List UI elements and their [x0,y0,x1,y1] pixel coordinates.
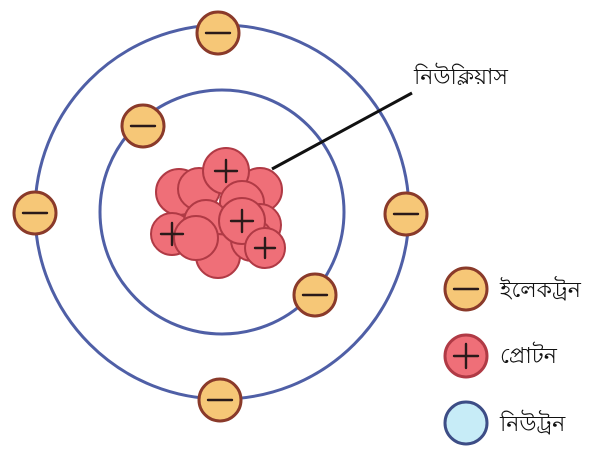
electron [383,191,429,237]
electron [195,10,241,56]
legend: ইলেকট্রন প্রোটন নিউট্রন [443,266,582,446]
plus-icon [159,221,185,247]
plus-icon [253,236,277,260]
electrons [12,10,429,423]
plus-icon [229,208,255,234]
legend-item-electron: ইলেকট্রন [443,266,582,312]
inner-orbit [98,88,346,336]
neutron-swatch [443,400,489,446]
plus-icon [452,342,480,370]
legend-label-proton: প্রোটন [500,342,558,369]
nucleon [173,215,219,261]
electron [12,190,58,236]
nucleus-plus-signs [159,158,277,260]
legend-label-electron: ইলেকট্রন [499,276,582,303]
nucleus-label: নিউক্লিয়াস [413,63,508,90]
legend-item-proton: প্রোটন [443,333,558,379]
legend-label-neutron: নিউট্রন [499,410,566,437]
legend-item-neutron: নিউট্রন [443,400,566,446]
plus-icon [213,158,239,184]
nucleus-pointer-line [271,91,413,171]
electron [292,272,338,318]
electron [197,377,243,423]
electron [120,103,166,149]
